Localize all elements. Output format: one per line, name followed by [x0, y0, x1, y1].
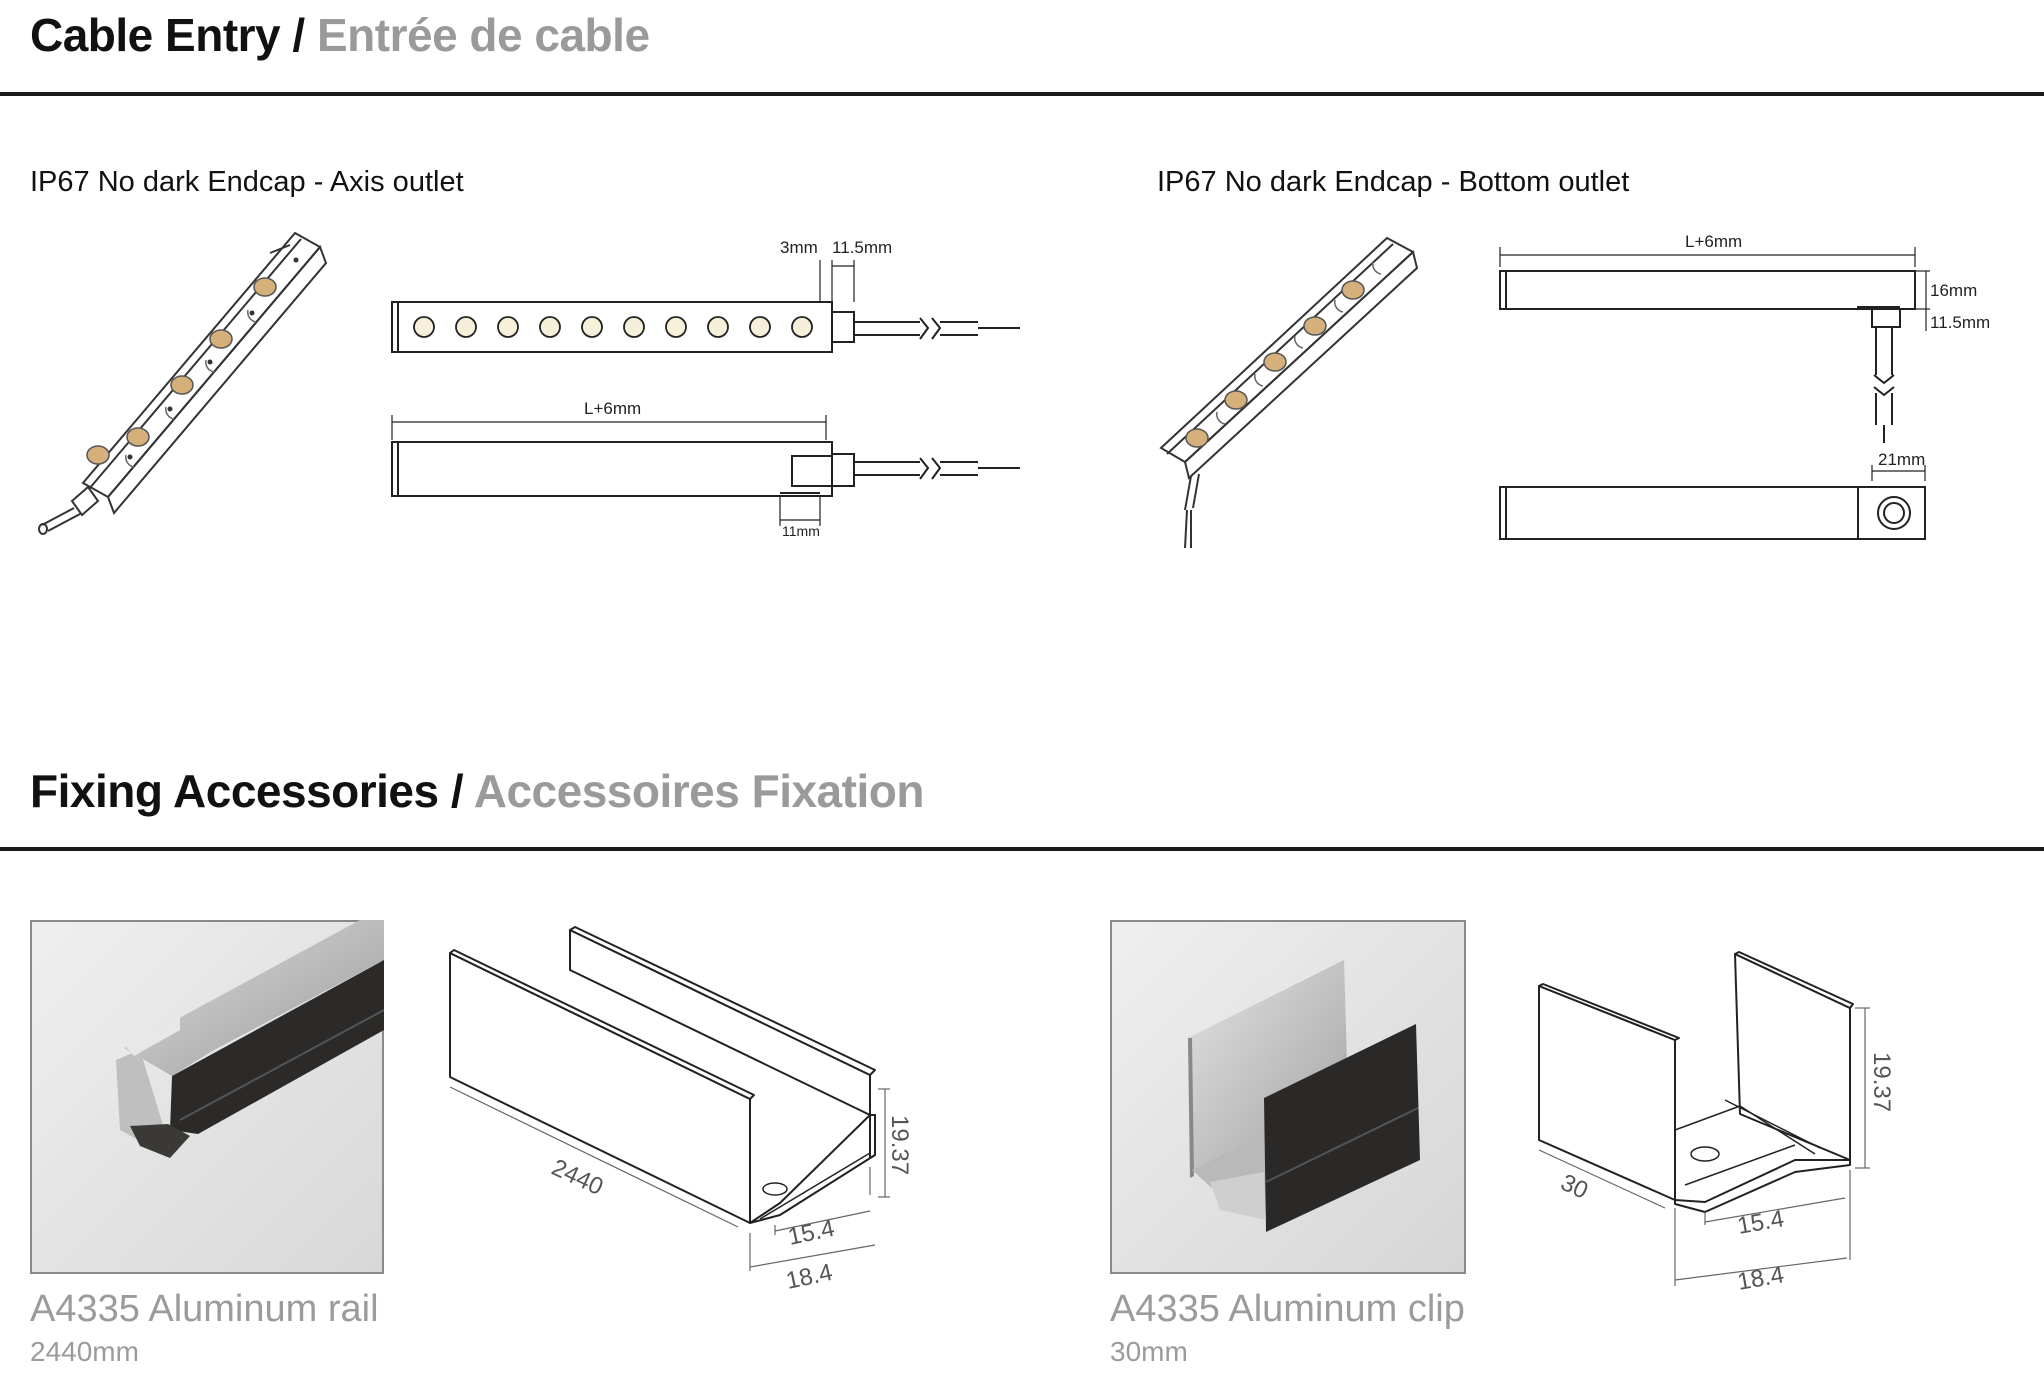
endcap-axis-side-views: 3mm 11.5mm L+6mm 11mm [391, 238, 1020, 539]
title-separator: / [280, 9, 317, 61]
rail-drawing: 2440 19.37 15.4 18.4 [449, 926, 913, 1295]
clip-dim-inner: 15.4 [1735, 1205, 1786, 1240]
dim-11mm: 11mm [782, 523, 820, 539]
clip-dim-length: 30 [1556, 1169, 1592, 1205]
rail-dim-outer: 18.4 [784, 1259, 835, 1295]
dim-11-5mm-bottom: 11.5mm [1930, 313, 1990, 332]
dim-length-left: L+6mm [584, 399, 641, 418]
section-divider [0, 92, 2044, 96]
section-divider [0, 847, 2044, 851]
rail-length: 2440mm [30, 1336, 139, 1367]
rail-dim-inner: 15.4 [786, 1215, 837, 1251]
dim-length-right: L+6mm [1685, 232, 1742, 251]
rail-dim-length: 2440 [547, 1154, 607, 1201]
clip-photo [1110, 920, 1466, 1274]
endcap-bottom-side-views: L+6mm 16mm 11.5mm 21mm [1499, 232, 1990, 540]
title-french: Entrée de cable [316, 9, 650, 61]
title-separator: / [438, 765, 474, 817]
clip-dim-outer: 18.4 [1735, 1261, 1786, 1296]
rail-dim-height: 19.37 [886, 1115, 913, 1175]
subtitle-axis-outlet: IP67 No dark Endcap - Axis outlet [30, 166, 464, 198]
rail-caption: A4335 Aluminum rail [30, 1288, 379, 1330]
clip-length: 30mm [1110, 1336, 1188, 1367]
section-title-fixing-accessories: Fixing Accessories / Accessoires Fixatio… [30, 764, 924, 818]
title-english: Cable Entry [30, 9, 281, 61]
clip-dim-height: 19.37 [1868, 1052, 1895, 1112]
dim-16mm: 16mm [1930, 281, 1977, 300]
dim-3mm: 3mm [780, 238, 818, 257]
section-title-cable-entry: Cable Entry / Entrée de cable [30, 8, 650, 62]
title-english: Fixing Accessories [30, 765, 439, 817]
dim-21mm: 21mm [1878, 450, 1925, 469]
clip-caption: A4335 Aluminum clip [1110, 1288, 1465, 1330]
dim-11-5mm: 11.5mm [832, 238, 892, 257]
endcap-bottom-perspective [1159, 236, 1419, 549]
subtitle-bottom-outlet: IP67 No dark Endcap - Bottom outlet [1157, 166, 1630, 198]
endcap-axis-perspective [38, 231, 328, 535]
rail-photo [30, 920, 384, 1274]
clip-drawing: 30 19.37 15.4 18.4 [1538, 951, 1895, 1296]
title-french: Accessoires Fixation [473, 765, 925, 817]
